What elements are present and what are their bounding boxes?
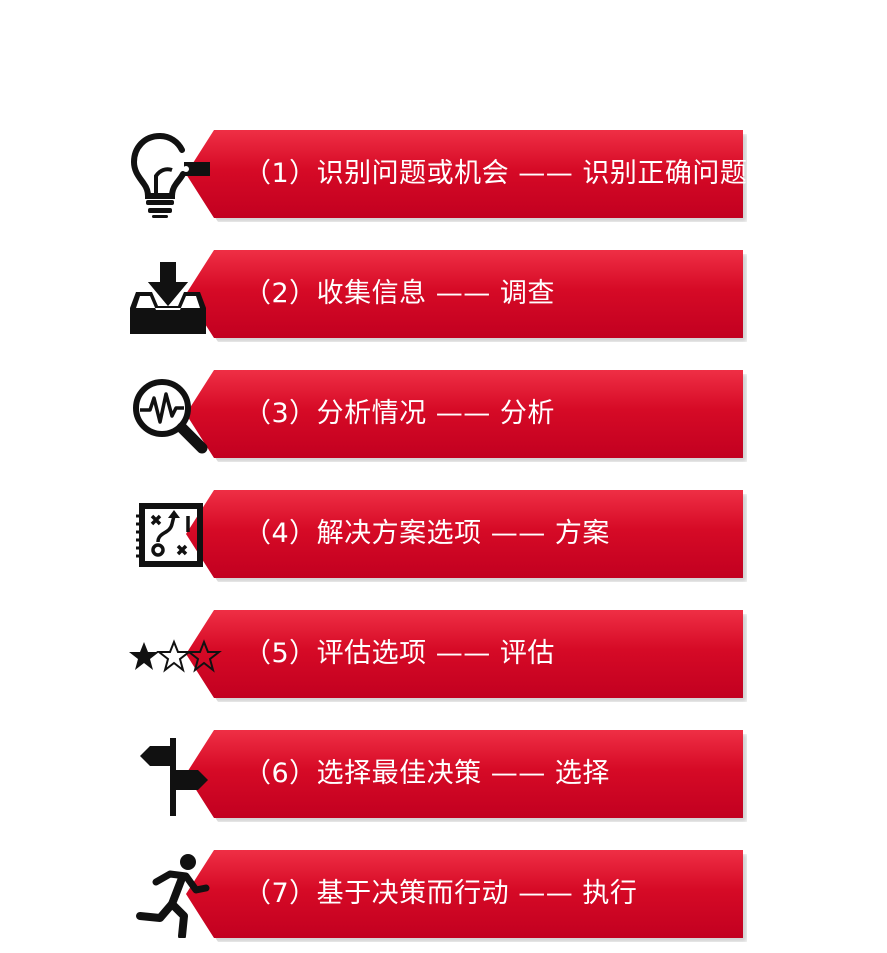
step-label: （1）识别问题或机会 —— 识别正确问题 [244, 158, 748, 189]
signpost-icon [126, 728, 210, 818]
step-label: （4）解决方案选项 —— 方案 [244, 518, 610, 549]
lightbulb-icon [126, 128, 210, 218]
step-banner [186, 130, 743, 218]
step-1: （1）识别问题或机会 —— 识别正确问题 [120, 124, 750, 222]
magnifier-pulse-icon [126, 368, 210, 458]
step-label: （7）基于决策而行动 —— 执行 [244, 878, 638, 909]
step-banner [186, 370, 743, 458]
inbox-download-icon [126, 248, 210, 338]
step-label: （2）收集信息 —— 调查 [244, 278, 555, 309]
step-3: （3）分析情况 —— 分析 [120, 364, 750, 462]
star-rating-icon [126, 608, 222, 698]
step-banner [186, 490, 743, 578]
step-label: （5）评估选项 —— 评估 [244, 638, 555, 669]
running-person-icon [126, 848, 210, 938]
strategy-board-icon [126, 488, 210, 578]
step-4: （4）解决方案选项 —— 方案 [120, 484, 750, 582]
step-banner [186, 730, 743, 818]
step-label: （3）分析情况 —— 分析 [244, 398, 555, 429]
step-banner [186, 250, 743, 338]
step-banner [186, 850, 743, 938]
step-banner [186, 610, 743, 698]
step-7: （7）基于决策而行动 —— 执行 [120, 844, 750, 942]
step-6: （6）选择最佳决策 —— 选择 [120, 724, 750, 822]
step-label: （6）选择最佳决策 —— 选择 [244, 758, 610, 789]
step-5: （5）评估选项 —— 评估 [120, 604, 750, 702]
step-2: （2）收集信息 —— 调查 [120, 244, 750, 342]
